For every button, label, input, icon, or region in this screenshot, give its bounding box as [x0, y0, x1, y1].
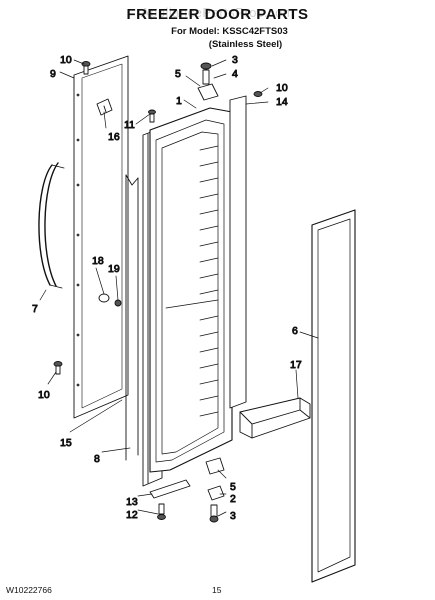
page-number: 15	[212, 585, 222, 595]
callout-8: 8	[94, 453, 100, 465]
callout-17: 17	[290, 359, 302, 371]
watermark: AppliancePartsPros.com	[140, 5, 295, 20]
screw-part-19	[114, 299, 122, 307]
callout-1: 1	[176, 95, 182, 107]
inner-door-liner	[149, 107, 233, 473]
callout-9: 9	[50, 68, 56, 80]
callout-3-top: 3	[232, 54, 238, 66]
outer-door-trim	[311, 209, 356, 583]
callout-10-top-left: 10	[60, 54, 72, 66]
callout-13: 13	[126, 496, 138, 508]
callout-3-bottom: 3	[230, 510, 236, 522]
door-handle	[38, 162, 65, 289]
bottom-cap	[149, 479, 191, 520]
callout-2: 2	[230, 493, 236, 505]
door-bin	[239, 397, 311, 439]
callout-4: 4	[232, 68, 238, 80]
callout-11: 11	[124, 119, 135, 131]
callout-18: 18	[92, 255, 104, 267]
door-rail	[229, 95, 247, 409]
callout-7: 7	[32, 303, 38, 315]
insulation-strip	[125, 174, 139, 461]
callouts: 10 9 16 1 11 5 3 4 10 14 18 19 7 6 17 10…	[32, 54, 303, 523]
callout-14: 14	[276, 96, 288, 108]
finish-line: (Stainless Steel)	[208, 39, 283, 50]
callout-10-right: 10	[276, 82, 288, 94]
callout-10-bottom-left: 10	[38, 389, 50, 401]
bracket-part-16	[96, 98, 113, 116]
document-number: W10222766	[6, 585, 52, 595]
diagram-title: FREEZER DOOR PARTS	[126, 6, 309, 23]
callout-12: 12	[126, 509, 138, 521]
callout-5-bottom: 5	[230, 481, 236, 493]
model-line: For Model: KSSC42FTS03	[171, 26, 288, 37]
callout-19: 19	[108, 263, 120, 275]
callout-6: 6	[292, 325, 298, 337]
leader-lines	[39, 59, 319, 517]
callout-16: 16	[108, 131, 120, 143]
cam-part-18	[98, 293, 110, 303]
bottom-hinge	[205, 457, 225, 523]
callout-15: 15	[60, 437, 72, 449]
callout-5-top: 5	[175, 68, 181, 80]
top-hinge	[197, 62, 219, 101]
outer-door-panel	[73, 55, 129, 419]
